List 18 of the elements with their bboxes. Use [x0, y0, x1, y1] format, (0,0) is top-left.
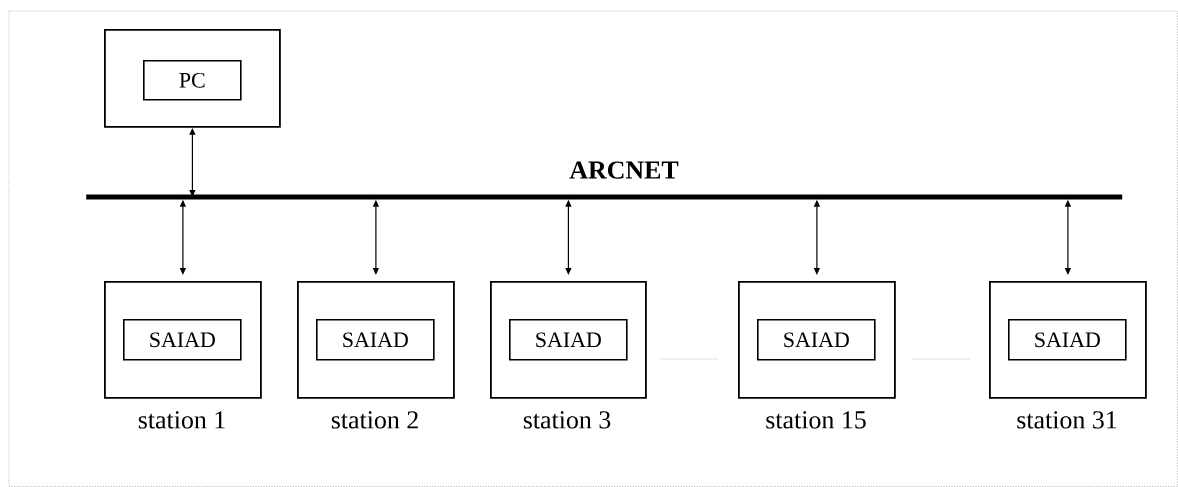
- station-box: [738, 281, 896, 399]
- station-box: [490, 281, 647, 399]
- station-box: [297, 281, 455, 399]
- station-label: station 31: [1017, 411, 1117, 429]
- station-label: station 1: [138, 411, 225, 429]
- bus-line: ARCNET: [86, 161, 1123, 200]
- module-box: SAIAD: [123, 319, 242, 361]
- module-box: SAIAD: [509, 319, 628, 361]
- module-box: SAIAD: [316, 319, 435, 361]
- module-box: SAIAD: [757, 319, 876, 361]
- station-box: [989, 281, 1147, 399]
- station-label: station 3: [523, 411, 611, 429]
- computer-box: [104, 29, 281, 128]
- module-box: PC: [143, 60, 242, 101]
- station-label: station 15: [766, 411, 866, 429]
- station-label: station 2: [331, 411, 418, 429]
- module-box: SAIAD: [1008, 319, 1127, 361]
- station-box: [104, 281, 262, 399]
